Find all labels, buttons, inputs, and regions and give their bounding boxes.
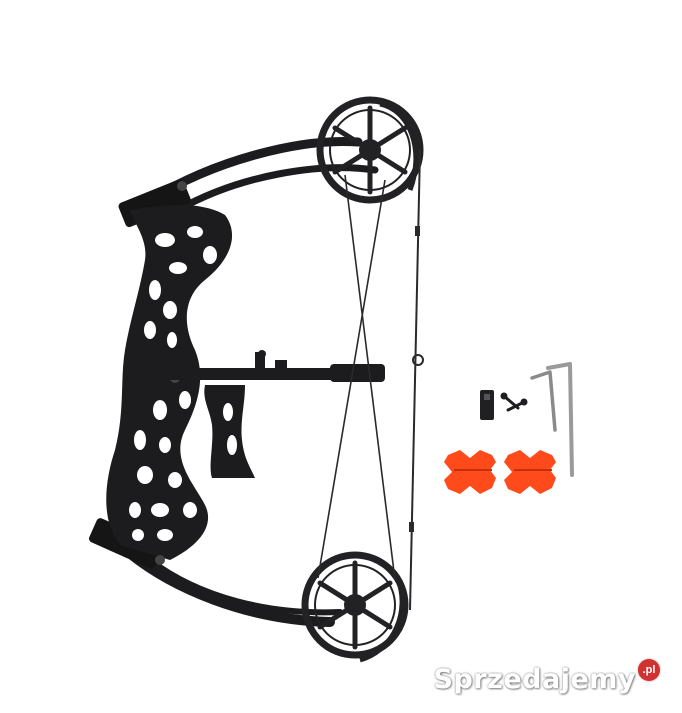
watermark-text: Sprzedajemy <box>433 664 636 695</box>
upper-cam <box>316 96 424 204</box>
arrow-rest-orange-right <box>504 450 556 494</box>
grip <box>204 385 255 478</box>
rest-bracket <box>480 390 494 420</box>
grip-cutouts <box>223 403 237 455</box>
bow-string <box>317 149 424 611</box>
hex-key-wrench-large <box>546 362 574 477</box>
lower-cam <box>301 551 409 663</box>
compound-bow <box>89 96 424 663</box>
mounting-screws <box>500 392 528 412</box>
rest-mount-bar <box>140 350 385 382</box>
arrow-rest-orange-left <box>444 450 496 494</box>
accessories <box>444 362 574 494</box>
watermark-logo: Sprzedajemy .pl <box>433 658 660 695</box>
watermark-badge: .pl <box>638 658 660 681</box>
hex-key-wrench-small <box>530 370 557 432</box>
